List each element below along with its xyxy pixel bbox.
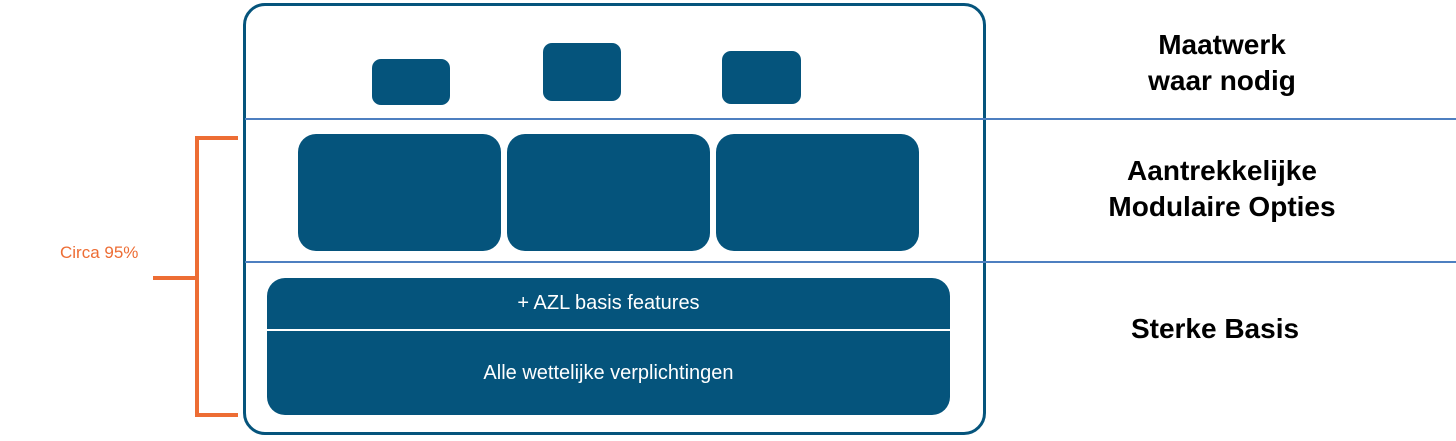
maatwerk-block-1 — [372, 59, 450, 105]
base-block-separator — [267, 329, 950, 331]
maatwerk-block-3 — [722, 51, 801, 104]
label-modulair: Aantrekkelijke Modulaire Opties — [1072, 153, 1372, 225]
maatwerk-block-2 — [543, 43, 621, 101]
module-block-2 — [507, 134, 710, 251]
label-modulair-line1: Aantrekkelijke — [1127, 155, 1317, 186]
label-modulair-line2: Modulaire Opties — [1108, 191, 1336, 222]
diagram-frame — [243, 3, 986, 435]
circa-label: Circa 95% — [60, 243, 139, 262]
divider-bottom — [245, 261, 1456, 263]
label-maatwerk-line1: Maatwerk — [1158, 29, 1286, 60]
label-maatwerk: Maatwerk waar nodig — [1072, 27, 1372, 99]
label-basis: Sterke Basis — [1065, 311, 1365, 347]
module-block-1 — [298, 134, 501, 251]
base-features-text: + AZL basis features — [517, 292, 700, 314]
base-obligations-text: Alle wettelijke verplichtingen — [483, 361, 734, 384]
brace-bracket — [153, 136, 238, 417]
base-block: + AZL basis features Alle wettelijke ver… — [267, 278, 950, 415]
divider-top — [245, 118, 1456, 120]
module-block-3 — [716, 134, 919, 251]
label-maatwerk-line2: waar nodig — [1148, 65, 1296, 96]
label-basis-line1: Sterke Basis — [1130, 313, 1300, 344]
